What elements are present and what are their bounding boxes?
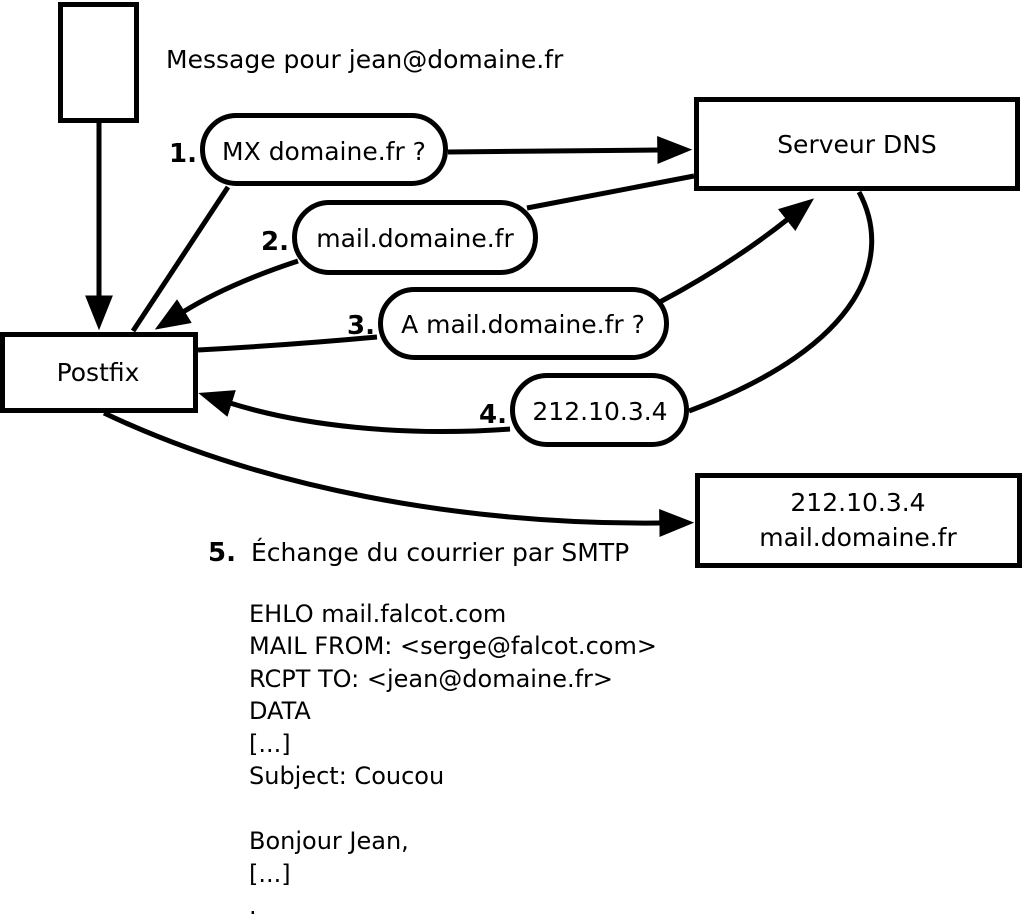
- message-annotation: Message pour jean@domaine.fr: [166, 45, 564, 74]
- step3-query-label: A mail.domaine.fr ?: [401, 310, 645, 339]
- step2-number: 2.: [261, 227, 289, 257]
- step2-answer-label: mail.domaine.fr: [316, 224, 514, 253]
- step2-answer-pill: [292, 200, 538, 275]
- mail-server-ip-label: 212.10.3.4: [790, 488, 925, 517]
- smtp-line: [...]: [249, 730, 291, 758]
- step5-number: 5.: [208, 538, 236, 568]
- arrow-step2-answer-to-postfix: [154, 258, 299, 330]
- step4-number: 4.: [479, 400, 507, 430]
- smtp-line: RCPT TO: <jean@domaine.fr>: [249, 665, 613, 693]
- smtp-line: [...]: [249, 860, 291, 888]
- step3-query-pill: [378, 287, 669, 360]
- postfix-label: Postfix: [57, 358, 140, 387]
- step1-query-label: MX domaine.fr ?: [222, 137, 426, 166]
- smtp-line: MAIL FROM: <serge@falcot.com>: [249, 632, 657, 660]
- arrow-step5-smtp-to-mail-server: [102, 410, 695, 538]
- line-dns-to-step2-pill: [526, 173, 695, 211]
- smtp-line: DATA: [249, 697, 311, 725]
- mail-server-box: [695, 473, 1022, 568]
- smtp-line: EHLO mail.falcot.com: [249, 600, 506, 628]
- smtp-line: Subject: Coucou: [249, 762, 444, 790]
- step4-answer-label: 212.10.3.4: [532, 397, 667, 426]
- dns-server-label: Serveur DNS: [777, 130, 937, 159]
- line-postfix-to-step1-pill: [130, 185, 231, 333]
- smtp-transcript: EHLO mail.falcot.com MAIL FROM: <serge@f…: [249, 600, 657, 919]
- step1-query-pill: [200, 113, 448, 186]
- line-dns-to-step4-pill: [688, 190, 875, 414]
- smtp-line: .: [249, 892, 257, 919]
- smtp-line: Bonjour Jean,: [249, 827, 409, 855]
- arrow-step3-query-to-dns: [656, 198, 815, 306]
- mail-server-host-label: mail.domaine.fr: [759, 523, 957, 552]
- postfix-box: [0, 332, 198, 413]
- arrow-step4-answer-to-postfix: [198, 390, 511, 434]
- line-postfix-to-step3-pill: [197, 334, 378, 353]
- step3-number: 3.: [347, 311, 375, 341]
- step4-answer-pill: [510, 373, 689, 447]
- message-source-box: [58, 2, 139, 123]
- step1-number: 1.: [169, 139, 197, 169]
- arrow-step1-query-to-dns: [447, 136, 693, 165]
- step5-label: Échange du courrier par SMTP: [251, 538, 629, 567]
- dns-server-box: [694, 97, 1020, 191]
